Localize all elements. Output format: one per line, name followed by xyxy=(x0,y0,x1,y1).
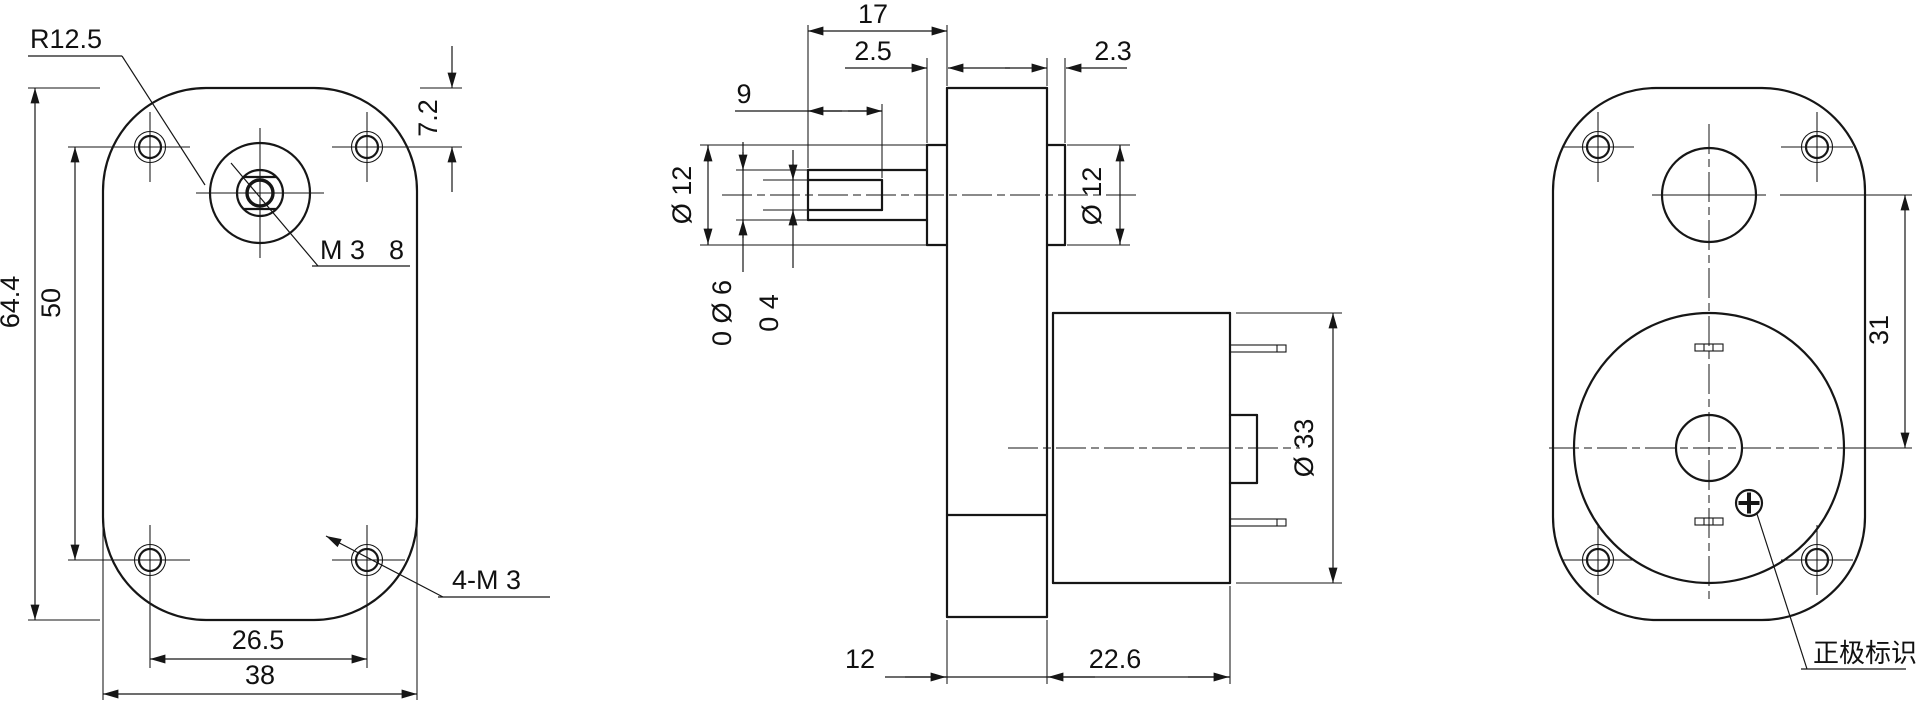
mounting-hole-bottom-left xyxy=(68,525,190,668)
shaft-length-label: 17 xyxy=(858,0,888,29)
dim-gearbox-depth-and-motor-length: 12 22.6 xyxy=(845,586,1231,684)
shaft-flat-length-label: 9 xyxy=(736,79,751,109)
rear-hole-top-left xyxy=(1562,112,1634,182)
rear-view-outline xyxy=(1551,86,1867,622)
gearbox-plate xyxy=(945,86,1049,619)
dim-front-boss-dia: Ø 12 xyxy=(667,144,926,246)
mounting-hole-top-right xyxy=(332,112,462,182)
gearbox-depth-label: 12 xyxy=(845,644,875,674)
output-shaft-hub xyxy=(196,128,324,258)
side-view: 17 2.5 9 2.3 xyxy=(667,0,1342,684)
corner-radius-label: R12.5 xyxy=(30,24,102,54)
mounting-hole-top-left xyxy=(68,112,190,182)
output-shaft xyxy=(806,168,929,222)
dim-rear-boss-length: 2.3 xyxy=(1005,36,1132,143)
front-view-outline xyxy=(101,86,419,622)
mounting-thread-label: 4-M 3 xyxy=(452,565,521,595)
motor-terminal-top xyxy=(1229,344,1287,353)
dim-body-height: 64.4 xyxy=(0,87,100,621)
dim-body-width: 38 xyxy=(102,520,418,700)
polarity-label: 正极标识 xyxy=(1813,638,1917,668)
dim-shaft-flat-length: 9 xyxy=(735,79,883,178)
rear-hole-bottom-left xyxy=(1562,525,1634,595)
dim-rear-boss-dia: Ø 12 xyxy=(1067,144,1130,246)
front-boss-length-label: 2.5 xyxy=(854,36,892,66)
rear-boss-length-label: 2.3 xyxy=(1094,36,1132,66)
dim-top-hole-offset: 7.2 xyxy=(413,46,462,192)
rear-terminal-top xyxy=(1694,343,1724,352)
dim-shaft-length: 17 xyxy=(807,0,948,168)
callout-mounting-thread: 4-M 3 xyxy=(325,535,550,598)
body-height-label: 64.4 xyxy=(0,276,25,329)
dim-hole-pitch-horizontal: 26.5 xyxy=(150,625,367,664)
shaft-tap-depth: 8 xyxy=(389,235,404,265)
rear-boss-dia-label: Ø 12 xyxy=(1077,167,1107,226)
positive-terminal-marker xyxy=(1734,488,1764,518)
shaft-to-motor-center-label: 31 xyxy=(1864,315,1894,345)
dim-motor-dia: Ø 33 xyxy=(1236,312,1342,584)
callout-shaft-tap: M 3 8 xyxy=(230,162,410,267)
dim-shaft-dia: 0 Ø 6 xyxy=(707,142,808,346)
top-hole-offset-label: 7.2 xyxy=(413,99,443,137)
dim-shaft-flat-width: 0 4 xyxy=(754,150,808,332)
mounting-hole-bottom-right xyxy=(332,525,405,668)
motor-terminal-bottom xyxy=(1229,518,1287,527)
motor-dia-label: Ø 33 xyxy=(1289,419,1319,478)
rear-view: 正极标识 31 xyxy=(1549,86,1917,670)
shaft-dia-label: 0 Ø 6 xyxy=(707,280,737,346)
rear-terminal-bottom xyxy=(1694,517,1724,526)
body-width-label: 38 xyxy=(245,660,275,690)
rear-hole-bottom-right xyxy=(1781,525,1853,595)
shaft-tap-label: M 3 xyxy=(320,235,365,265)
dim-shaft-to-motor-center: 31 xyxy=(1780,194,1912,449)
motor-length-label: 22.6 xyxy=(1089,644,1142,674)
callout-polarity: 正极标识 xyxy=(1756,513,1917,670)
front-view: R12.5 7.2 64.4 50 M 3 8 xyxy=(0,24,550,700)
rear-hole-top-right xyxy=(1781,112,1853,182)
dim-hole-pitch-vertical: 50 xyxy=(36,147,80,560)
hole-pitch-horizontal-label: 26.5 xyxy=(232,625,285,655)
front-boss-dia-label: Ø 12 xyxy=(667,166,697,225)
dim-corner-radius: R12.5 xyxy=(28,24,206,186)
shaft-flat-width-label: 0 4 xyxy=(754,294,784,332)
hole-pitch-vertical-label: 50 xyxy=(36,288,66,318)
dim-front-boss-length: 2.5 xyxy=(845,36,1010,143)
